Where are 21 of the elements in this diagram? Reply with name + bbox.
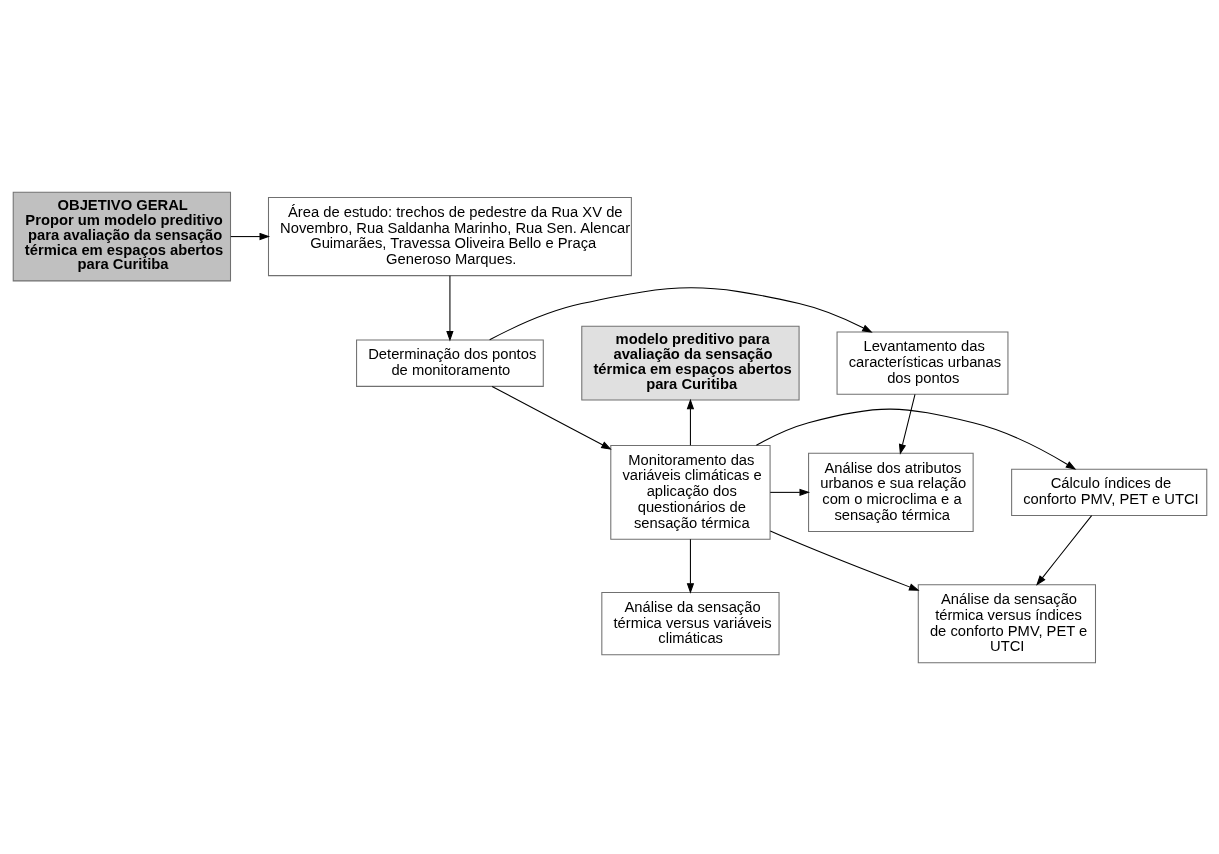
node-box: Área de estudo: trechos de pedestre da Rua XV de Novembro, Rua Saldanha Marinho, Rua Sen. Alencar Guimarães, Travessa Oliveira Bello e Praça Generoso Marques. (267, 196, 632, 276)
arrow (229, 232, 270, 240)
node-box: Monitoramento das variáveis climáticas e aplicação dos questionários de sensação térmica (609, 444, 771, 540)
arrow (445, 274, 454, 341)
arrow (686, 398, 694, 446)
node-box: Determinação dos pontos de monitoramento (355, 338, 544, 387)
arrow (769, 488, 810, 496)
arrow (488, 286, 873, 340)
arrow (755, 408, 1076, 470)
arrow (898, 393, 916, 455)
arrow (769, 529, 920, 591)
arrow (491, 385, 612, 450)
node-box: modelo preditivo para avaliação da sensação térmica em espaços abertos para Curitiba (580, 325, 800, 401)
node-box: Levantamento das características urbanas dos pontos (836, 331, 1008, 395)
node-box: Análise da sensação térmica versus índices de conforto PMV, PET e UTCI (917, 583, 1096, 663)
node-box: Cálculo índices de conforto PMV, PET e UTCI (1010, 468, 1207, 516)
node-box: Análise dos atributos urbanos e sua relação com o microclima e a sensação térmica (807, 452, 974, 532)
arrow (686, 538, 694, 594)
node-box: OBJETIVO GERAL Propor um modelo preditivo para avaliação da sensação térmica em espaços abertos para Curitiba (12, 191, 231, 281)
node-box: Análise da sensação térmica versus variáveis climáticas (600, 591, 780, 655)
arrow (1035, 514, 1092, 586)
